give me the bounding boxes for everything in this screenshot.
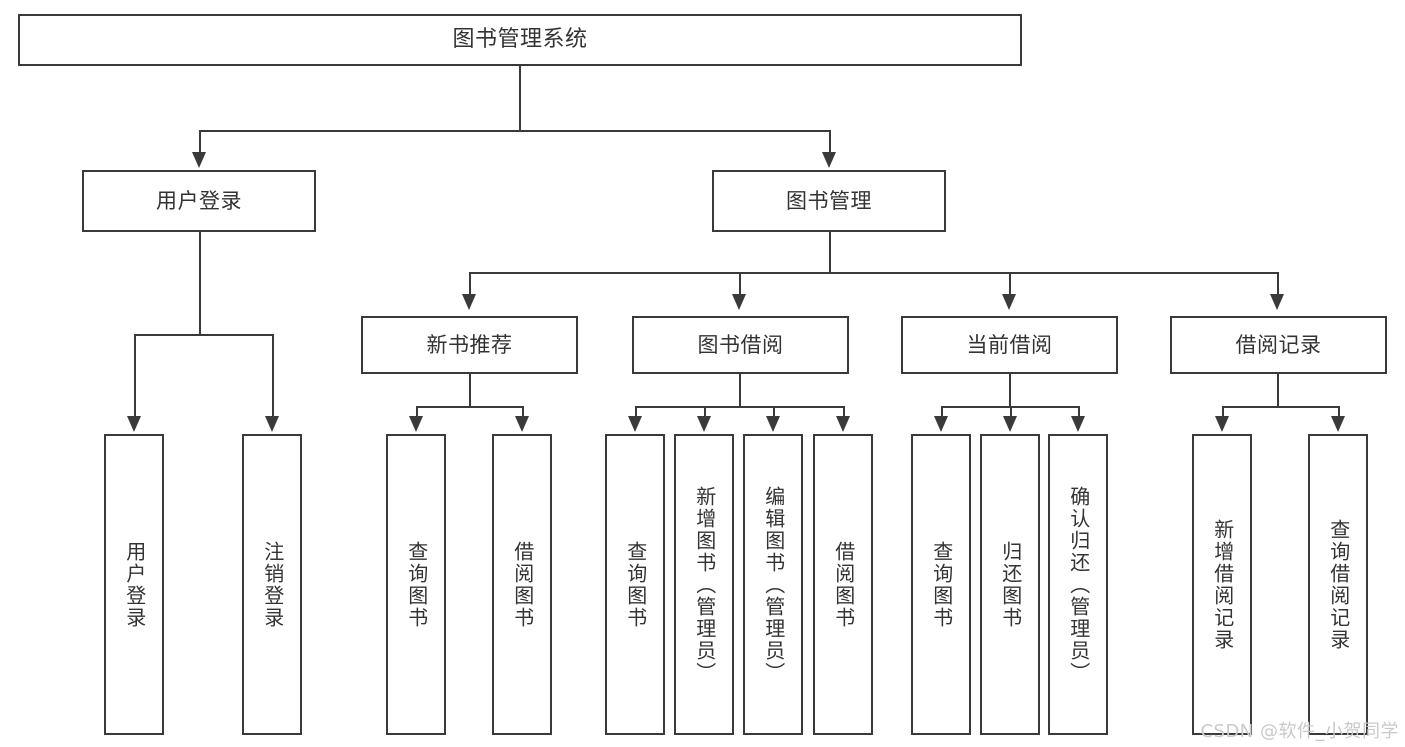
connector-borrowrecord-stem — [1277, 374, 1279, 406]
connector-userlogin-drop-2 — [272, 334, 274, 418]
connector-borrowrecord-drop-2 — [1338, 406, 1340, 418]
leaf-user-login[interactable]: 用户登录 — [104, 434, 164, 735]
leaf-query-book-borrow[interactable]: 查询图书 — [605, 434, 665, 735]
leaf-logout[interactable]: 注销登录 — [242, 434, 302, 735]
node-label: 确认归还（管理员） — [1066, 485, 1091, 684]
connector-bookborrow-bus — [635, 406, 843, 408]
leaf-edit-book-admin[interactable]: 编辑图书（管理员） — [743, 434, 803, 735]
arrow-to-new-book — [462, 294, 476, 310]
connector-newbook-stem — [469, 374, 471, 406]
node-label: 借阅记录 — [1235, 332, 1322, 357]
connector-borrowrecord-drop-1 — [1222, 406, 1224, 418]
leaf-query-borrow-record[interactable]: 查询借阅记录 — [1308, 434, 1368, 735]
node-book-borrow[interactable]: 图书借阅 — [632, 316, 849, 374]
connector-userlogin-stem — [199, 232, 201, 334]
node-label: 图书管理系统 — [452, 27, 588, 53]
node-new-book-recommend[interactable]: 新书推荐 — [361, 316, 578, 374]
arrow-to-leaf-query-book-1 — [409, 416, 423, 432]
arrow-to-leaf-logout — [265, 416, 279, 432]
leaf-add-book-admin[interactable]: 新增图书（管理员） — [674, 434, 734, 735]
connector-borrowrecord-bus — [1222, 406, 1338, 408]
connector-userlogin-drop-1 — [134, 334, 136, 418]
connector-bookborrow-drop-1 — [635, 406, 637, 418]
node-label: 图书借阅 — [697, 332, 784, 357]
node-label: 查询借阅记录 — [1326, 518, 1351, 651]
arrow-to-book-borrow — [732, 294, 746, 310]
connector-currentborrow-drop-3 — [1078, 406, 1080, 418]
connector-root-drop-1 — [199, 130, 201, 154]
node-book-management[interactable]: 图书管理 — [712, 170, 946, 232]
node-label: 编辑图书（管理员） — [761, 485, 786, 684]
node-current-borrow[interactable]: 当前借阅 — [901, 316, 1118, 374]
connector-bookborrow-drop-3 — [773, 406, 775, 418]
arrow-to-leaf-borrow-book-1 — [515, 416, 529, 432]
node-borrow-record[interactable]: 借阅记录 — [1170, 316, 1387, 374]
node-label: 查询图书 — [623, 540, 648, 629]
arrow-to-leaf-query-book-2 — [628, 416, 642, 432]
watermark-text: CSDN @软件_小贺同学 — [1200, 721, 1399, 742]
node-label: 借阅图书 — [510, 540, 535, 629]
arrow-to-leaf-add-book — [697, 416, 711, 432]
leaf-query-book-newbook[interactable]: 查询图书 — [386, 434, 446, 735]
connector-bookborrow-stem — [739, 374, 741, 406]
connector-currentborrow-bus — [941, 406, 1078, 408]
node-user-login[interactable]: 用户登录 — [82, 170, 316, 232]
leaf-confirm-return-admin[interactable]: 确认归还（管理员） — [1048, 434, 1108, 735]
arrow-to-borrow-record — [1270, 294, 1284, 310]
connector-currentborrow-stem — [1009, 374, 1011, 406]
node-label: 查询图书 — [404, 540, 429, 629]
node-label: 查询图书 — [929, 540, 954, 629]
connector-root-stem — [519, 66, 521, 130]
leaf-query-book-current[interactable]: 查询图书 — [911, 434, 971, 735]
arrow-to-leaf-query-book-3 — [934, 416, 948, 432]
connector-bookmanage-drop-2 — [739, 272, 741, 296]
arrow-to-current-borrow — [1002, 294, 1016, 310]
arrow-to-leaf-user-login — [127, 416, 141, 432]
arrow-to-leaf-add-record — [1215, 416, 1229, 432]
connector-newbook-bus — [416, 406, 522, 408]
connector-bookmanage-bus — [469, 272, 1277, 274]
connector-currentborrow-drop-2 — [1010, 406, 1012, 418]
arrow-to-book-manage — [822, 152, 836, 168]
connector-bookborrow-drop-4 — [843, 406, 845, 418]
arrow-to-leaf-borrow-book-2 — [836, 416, 850, 432]
connector-bookmanage-drop-1 — [469, 272, 471, 296]
node-label: 注销登录 — [260, 540, 285, 629]
leaf-borrow-book-borrow[interactable]: 借阅图书 — [813, 434, 873, 735]
node-label: 归还图书 — [998, 540, 1023, 629]
connector-bookborrow-drop-2 — [704, 406, 706, 418]
node-label: 当前借阅 — [966, 332, 1053, 357]
connector-bookmanage-stem — [829, 232, 831, 272]
connector-bookmanage-drop-4 — [1277, 272, 1279, 296]
arrow-to-user-login — [192, 152, 206, 168]
connector-newbook-drop-1 — [416, 406, 418, 418]
node-label: 借阅图书 — [831, 540, 856, 629]
leaf-return-book[interactable]: 归还图书 — [980, 434, 1040, 735]
node-label: 新增借阅记录 — [1210, 518, 1235, 651]
node-root-system[interactable]: 图书管理系统 — [18, 14, 1022, 66]
connector-root-drop-2 — [829, 130, 831, 154]
node-label: 新增图书（管理员） — [692, 485, 717, 684]
node-label: 图书管理 — [786, 188, 872, 213]
leaf-add-borrow-record[interactable]: 新增借阅记录 — [1192, 434, 1252, 735]
node-label: 用户登录 — [156, 188, 242, 213]
connector-root-bus — [199, 130, 830, 132]
arrow-to-leaf-query-record — [1331, 416, 1345, 432]
connector-newbook-drop-2 — [522, 406, 524, 418]
leaf-borrow-book-newbook[interactable]: 借阅图书 — [492, 434, 552, 735]
node-label: 用户登录 — [122, 540, 147, 629]
connector-bookmanage-drop-3 — [1009, 272, 1011, 296]
arrow-to-leaf-return-book — [1003, 416, 1017, 432]
node-label: 新书推荐 — [426, 332, 513, 357]
connector-userlogin-bus — [134, 334, 272, 336]
arrow-to-leaf-edit-book — [766, 416, 780, 432]
connector-currentborrow-drop-1 — [941, 406, 943, 418]
arrow-to-leaf-confirm-return — [1071, 416, 1085, 432]
